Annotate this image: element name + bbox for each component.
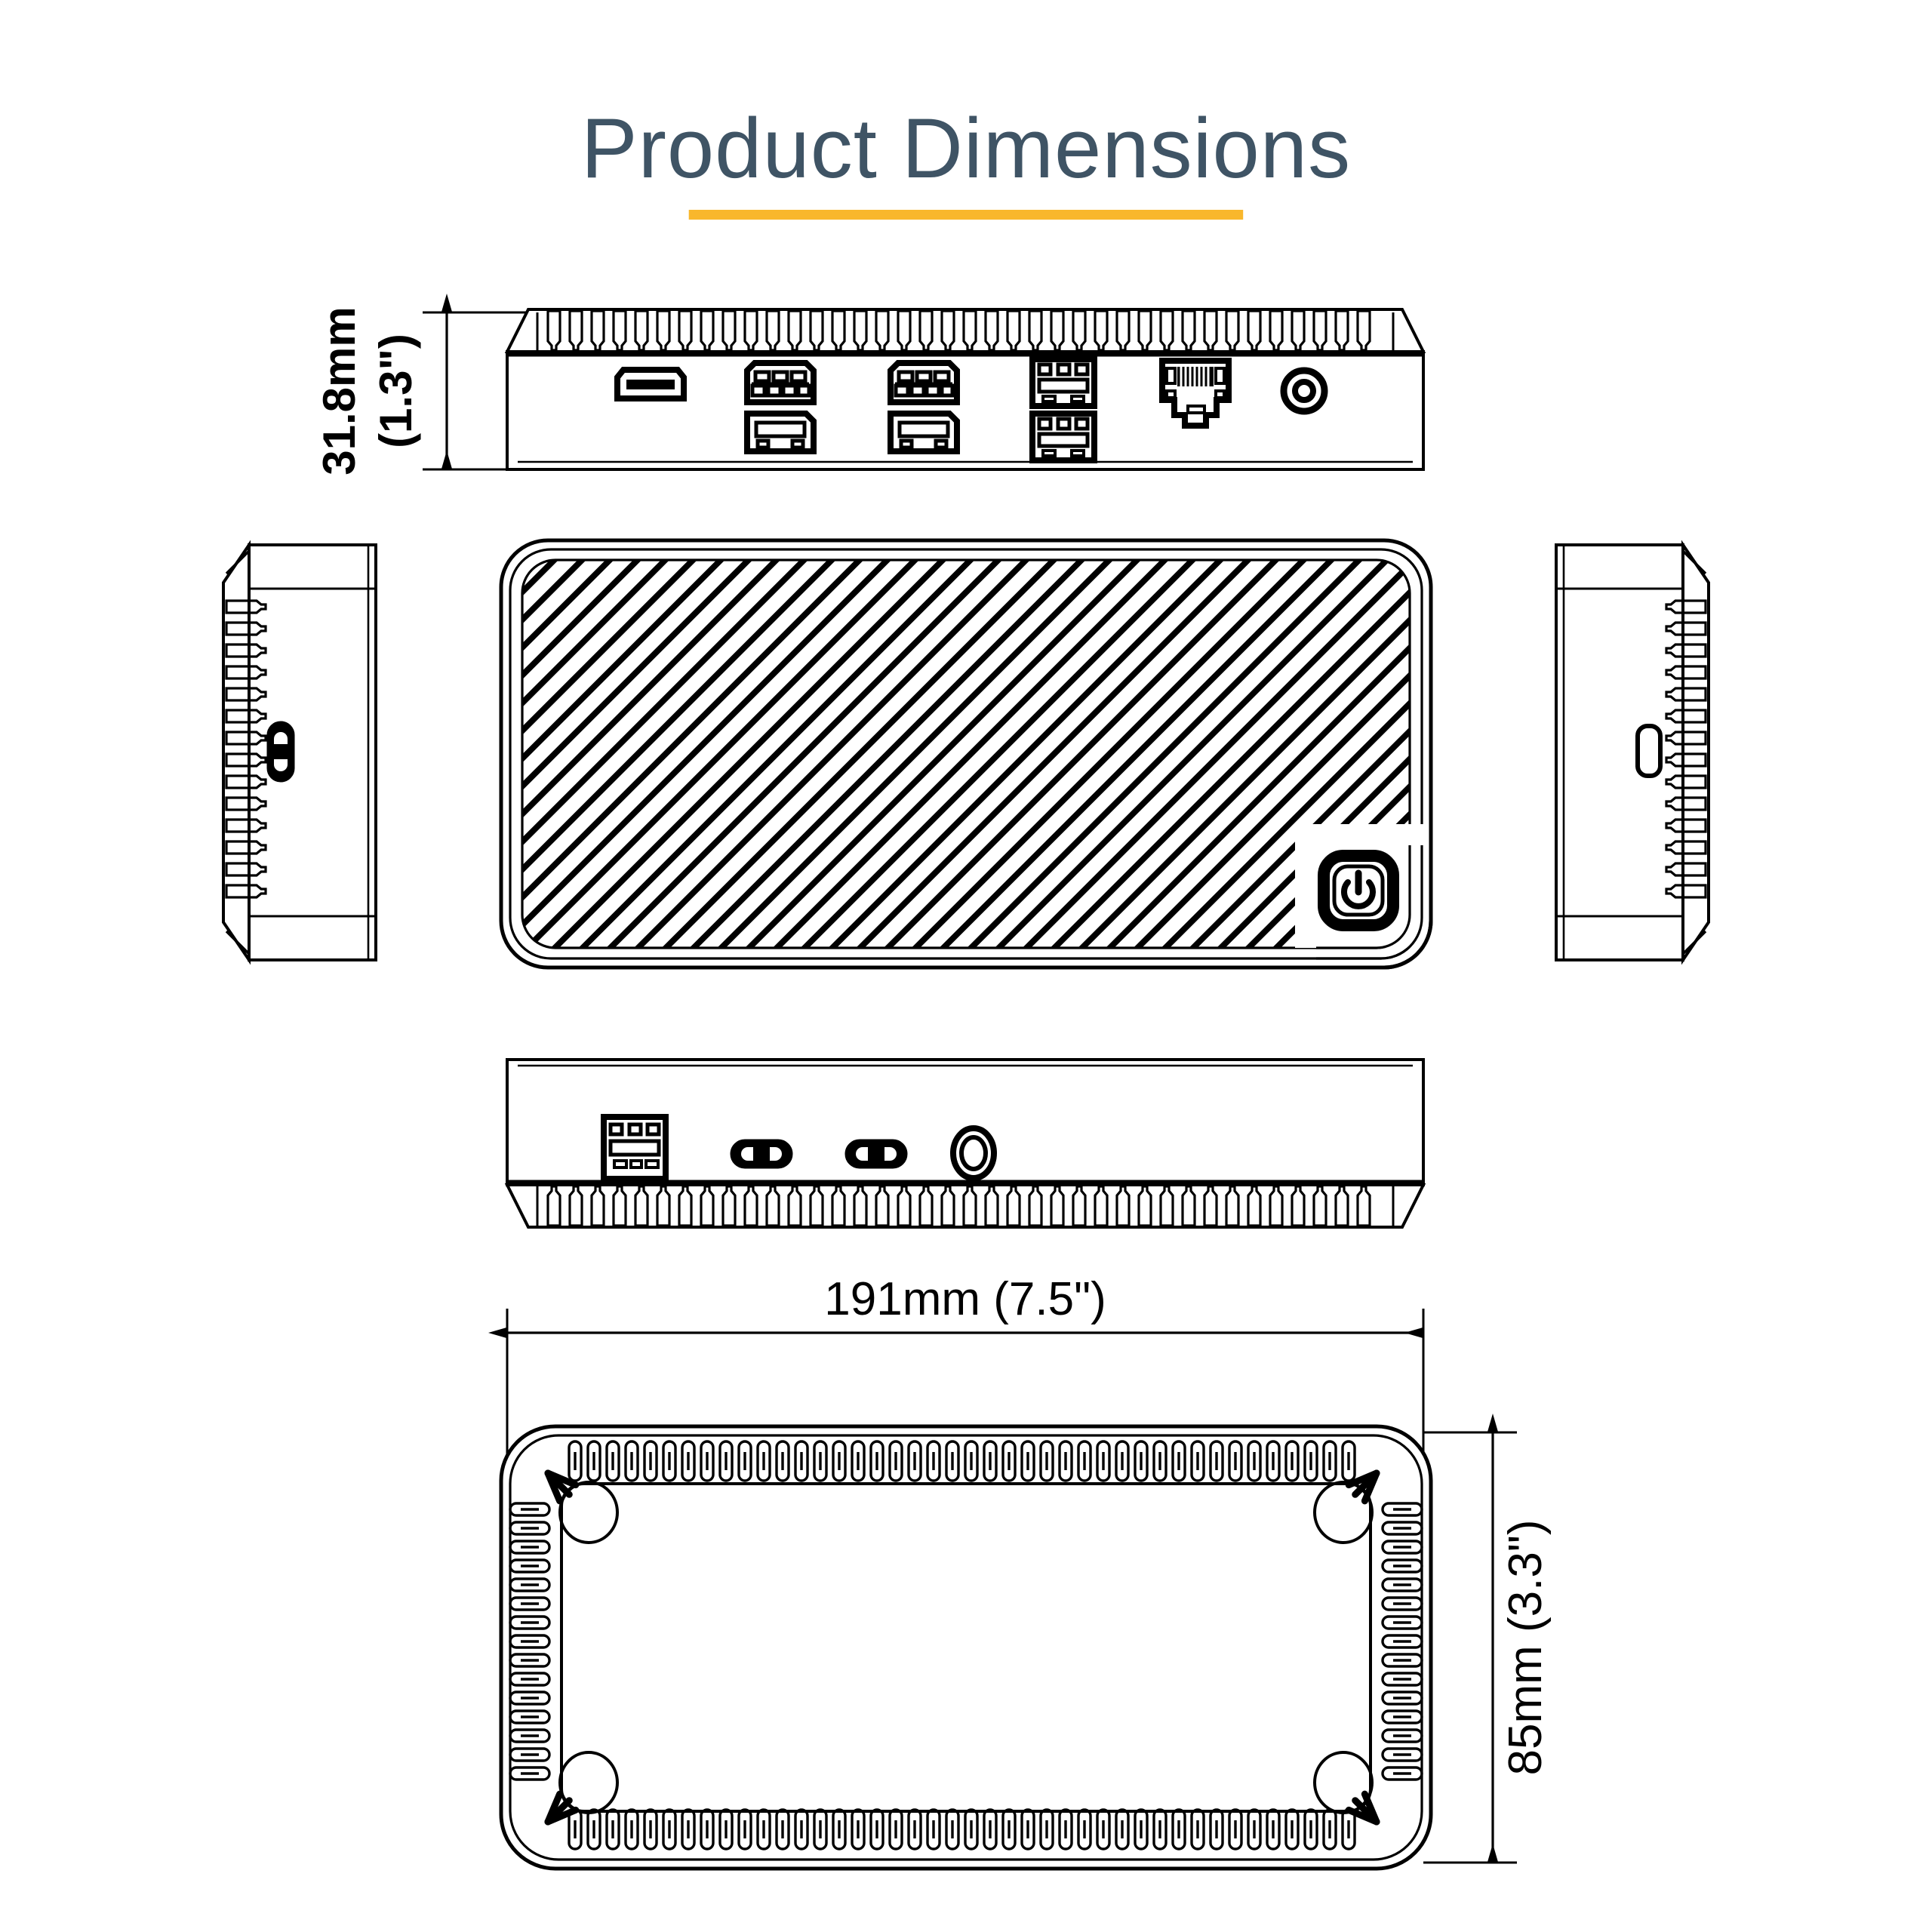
usb-a-port-icon [1029,411,1097,463]
page-title: Product Dimensions [581,101,1351,195]
title-underline-accent [688,210,1244,220]
width-dimension: 191mm (7.5") [488,1273,1425,1457]
rubber-foot [558,1481,619,1544]
usb-a-port-icon [1029,356,1097,409]
ethernet-port-icon [1159,358,1232,429]
displayport-port-icon [888,360,960,405]
rubber-foot [1313,1751,1374,1814]
usb-c-port-icon [844,1139,908,1169]
security-slot-icon [1635,724,1663,778]
displayport-port-icon [744,411,817,454]
displayport-port-icon [744,360,817,405]
front-panel-view [504,1058,1426,1229]
displayport-port-icon [888,411,960,454]
top-surface-hatch [521,558,1411,949]
right-side-view [1555,540,1710,965]
bottom-view [499,1424,1433,1871]
usb-c-port-icon [266,721,295,783]
usb-a-port-icon [601,1114,669,1182]
rubber-foot [558,1751,619,1814]
power-button-icon[interactable] [1318,850,1399,931]
depth-dimension-label: 85mm (3.3") [1500,1520,1552,1776]
audio-jack-icon [950,1125,997,1181]
top-view [499,538,1433,970]
rear-panel-view [504,308,1426,471]
dc-power-jack-icon [1280,367,1328,415]
height-dimension-inch: (1.3") [371,334,421,448]
hdmi-port-icon [614,367,687,401]
width-dimension-label: 191mm (7.5") [824,1273,1106,1325]
height-dimension: 31.8mm (1.3") [314,294,528,475]
rubber-foot [1313,1481,1374,1544]
depth-dimension: 85mm (3.3") [1423,1414,1552,1864]
height-dimension-mm: 31.8mm [314,306,365,475]
left-side-view [222,540,377,965]
usb-c-port-icon [730,1139,793,1169]
